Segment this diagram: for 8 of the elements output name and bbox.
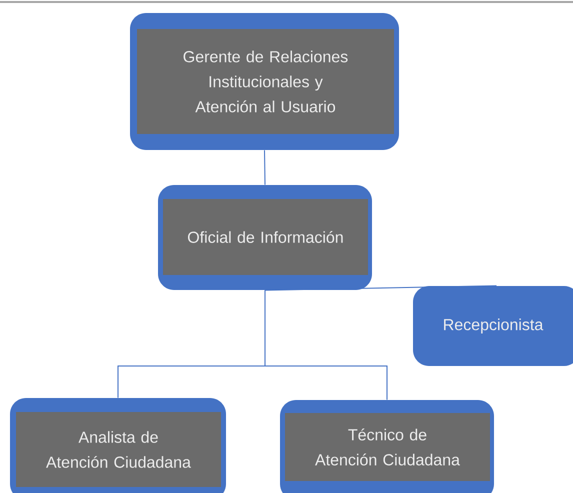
role-box: Técnico de Atención Ciudadana — [280, 400, 494, 493]
connector-line — [264, 290, 388, 400]
connector-line — [264, 150, 266, 186]
role-box: Analista de Atención Ciudadana — [10, 398, 226, 493]
role-box: Recepcionista — [413, 286, 573, 366]
role-box: Gerente de Relaciones Institucionales y Atención al Usuario — [130, 13, 399, 150]
role-box: Oficial de Información — [158, 185, 372, 290]
connector-line — [264, 285, 497, 291]
